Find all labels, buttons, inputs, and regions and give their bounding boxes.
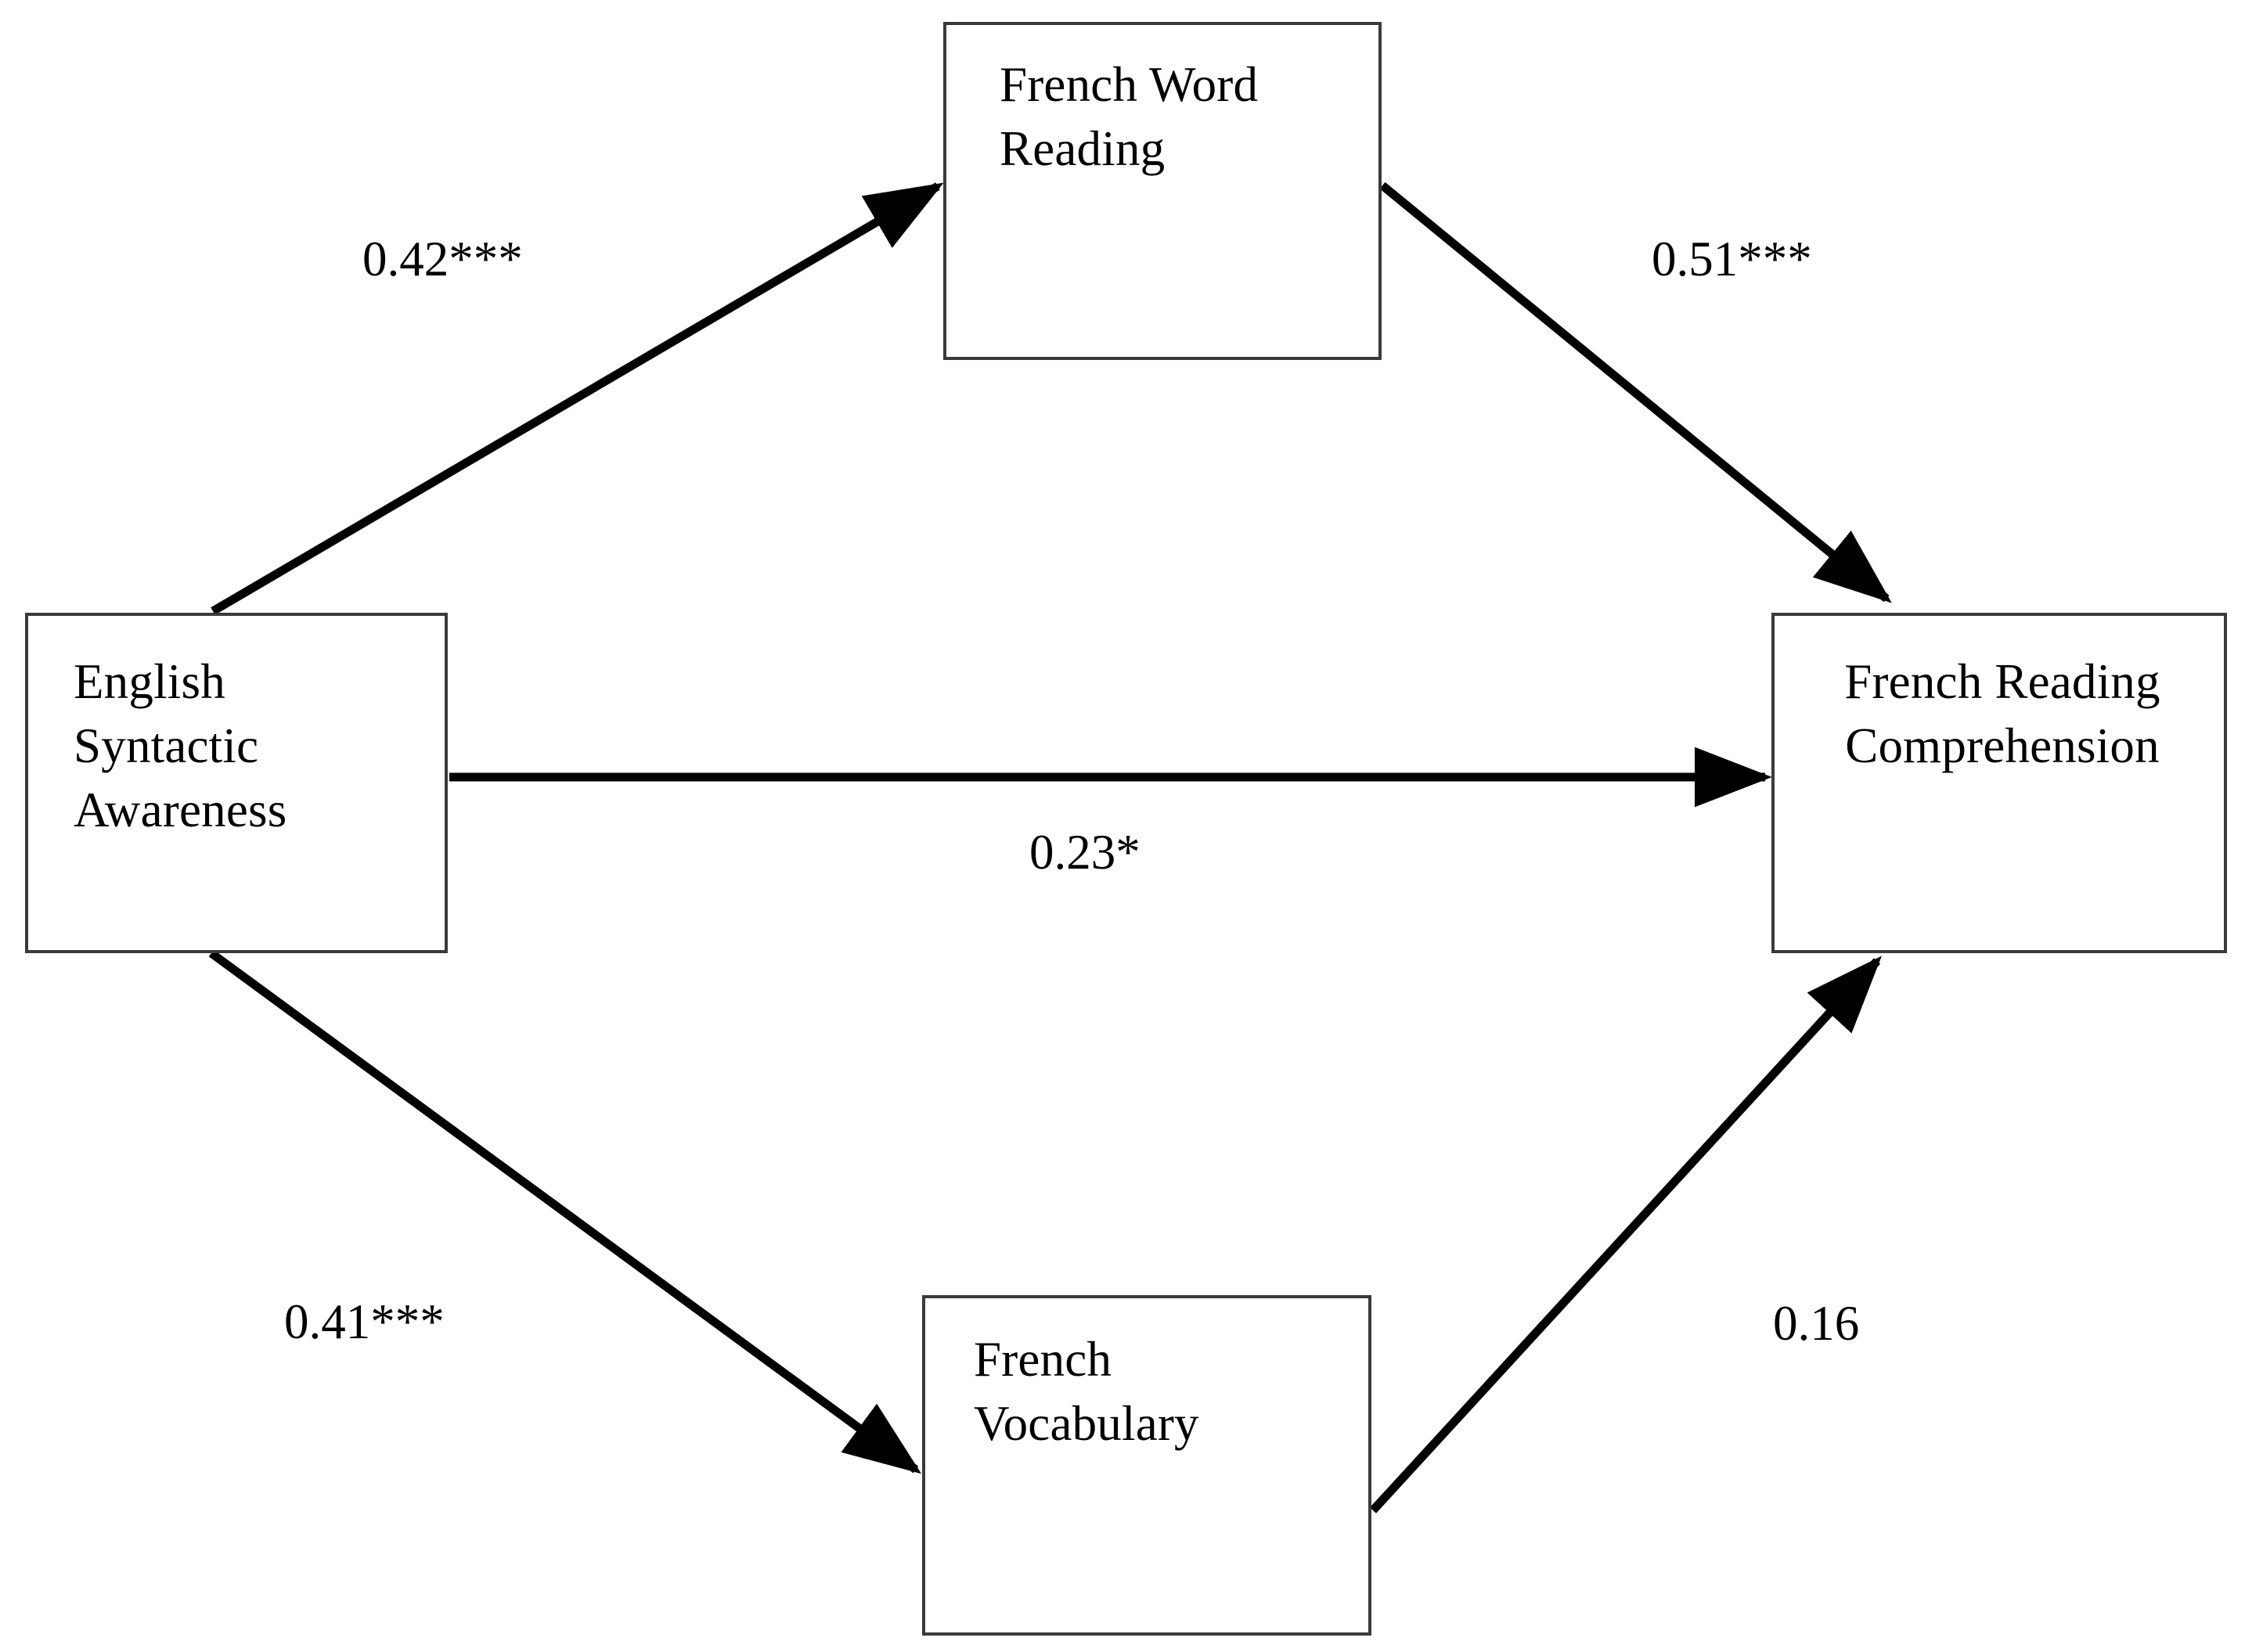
arrow-esa-to-fwr (211, 182, 944, 615)
arrow-esa-to-fv (208, 949, 922, 1474)
node-english-syntactic-awareness[interactable]: English Syntactic Awareness (25, 613, 448, 953)
node-french-vocabulary[interactable]: French Vocabulary (922, 1295, 1371, 1636)
arrow-fwr-to-frc (1379, 182, 1892, 603)
node-french-word-reading[interactable]: French Word Reading (943, 22, 1382, 360)
path-coefficient-fv-to-frc: 0.16 (1773, 1296, 1860, 1351)
node-french-reading-comprehension[interactable]: French Reading Comprehension (1771, 613, 2227, 953)
path-coefficient-fwr-to-frc: 0.51*** (1652, 232, 1812, 286)
node-label-french-word-reading: French Word Reading (1000, 57, 1259, 176)
arrow-fv-to-frc (1369, 956, 1882, 1513)
node-label-french-vocabulary: French Vocabulary (974, 1332, 1199, 1451)
path-coefficient-esa-to-fwr: 0.42*** (362, 232, 523, 286)
node-label-english-syntactic-awareness: English Syntactic Awareness (74, 654, 287, 837)
node-label-french-reading-comprehension: French Reading Comprehension (1844, 654, 2160, 773)
path-coefficient-esa-to-fv: 0.41*** (284, 1294, 445, 1349)
path-coefficient-esa-to-frc-direct: 0.23* (1029, 825, 1141, 880)
